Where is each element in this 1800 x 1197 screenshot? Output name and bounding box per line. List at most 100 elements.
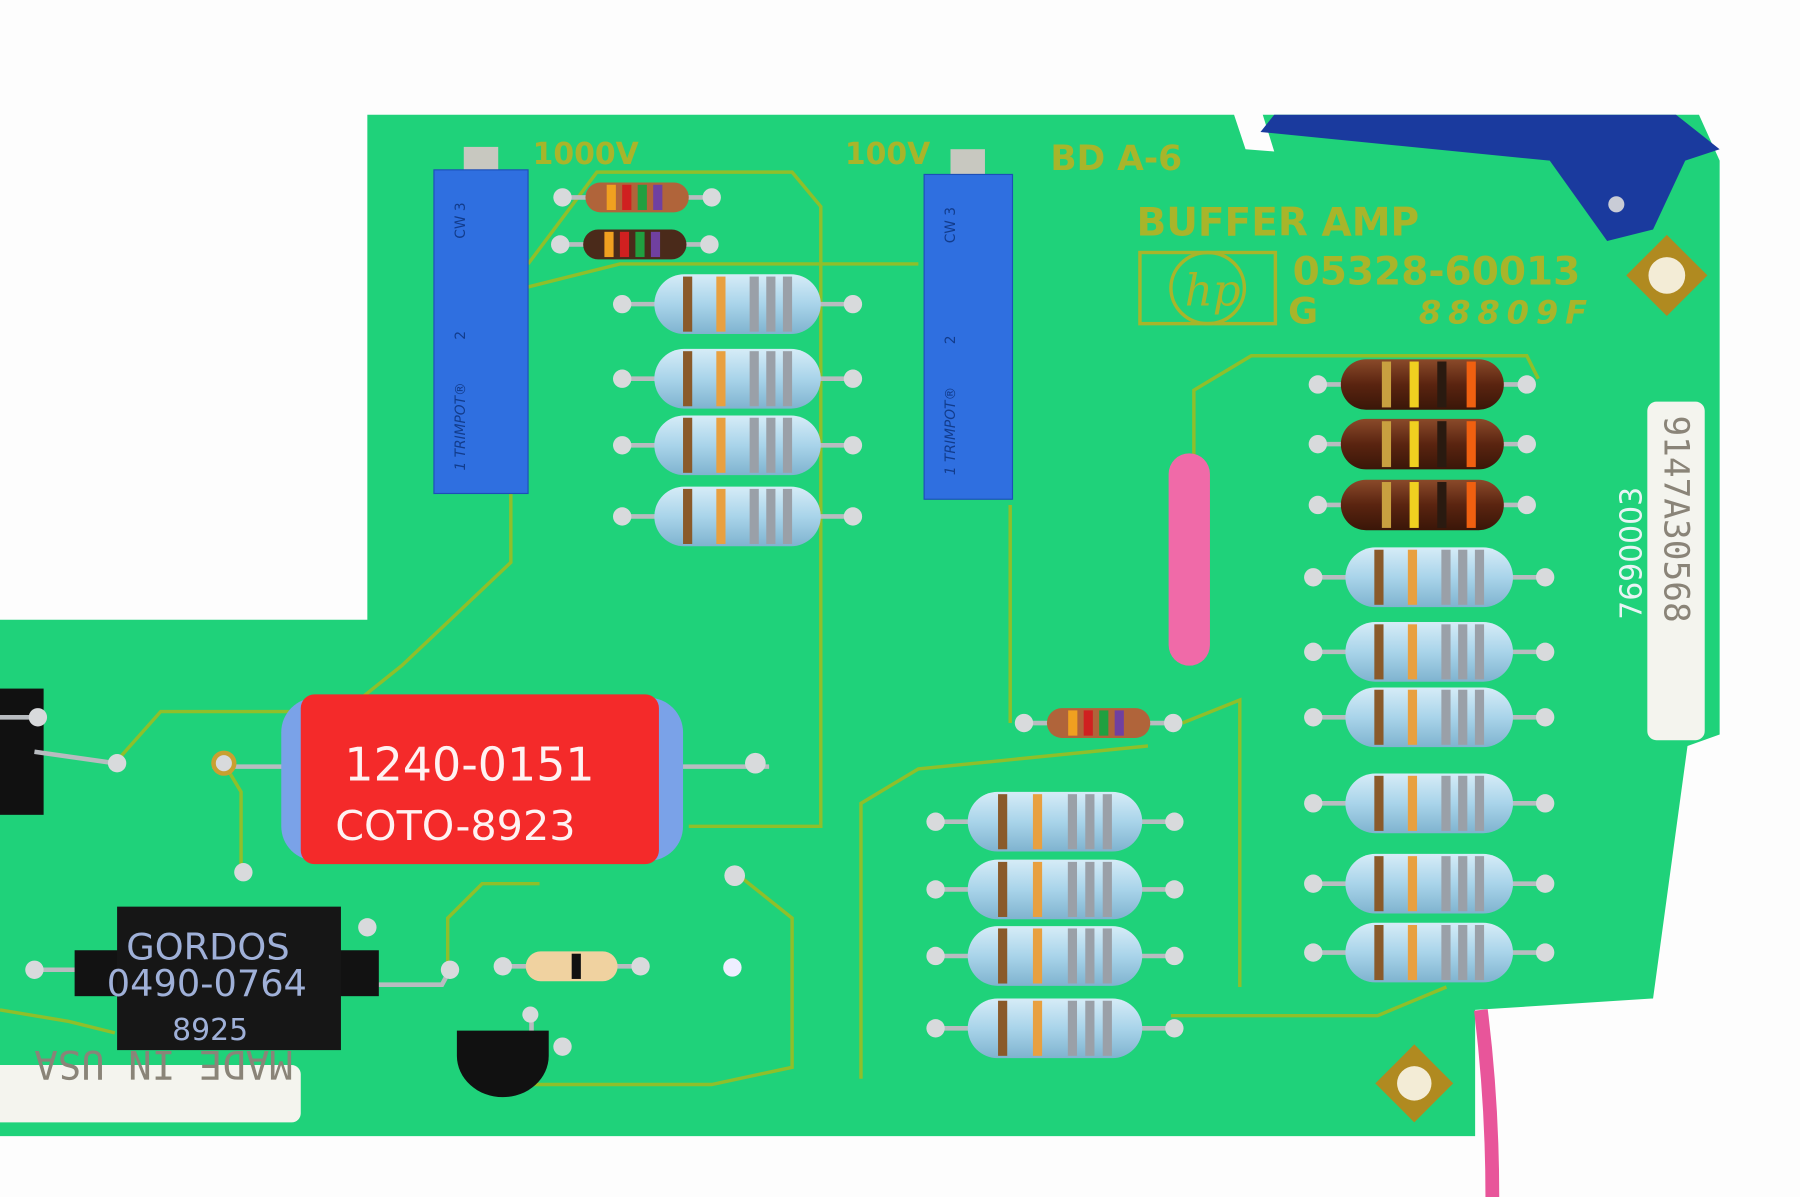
color-band (653, 184, 663, 211)
color-band (749, 488, 759, 544)
color-band (1374, 624, 1384, 680)
trimpot-label: CW 3 (453, 202, 469, 238)
color-band (782, 417, 793, 473)
color-band (1085, 861, 1095, 917)
color-band (1441, 925, 1451, 981)
revision: G (1288, 290, 1318, 333)
color-band (998, 794, 1008, 850)
color-band (622, 184, 632, 211)
color-band (604, 231, 614, 258)
color-band (1466, 482, 1476, 528)
trimpot-label: CW 3 (943, 207, 959, 243)
color-band (766, 488, 776, 544)
resistor (1014, 708, 1183, 738)
ejector-rivet (1608, 196, 1625, 213)
inductor-part-number: 1240-0151 (344, 737, 594, 791)
transistor (456, 1006, 572, 1098)
color-band (683, 488, 693, 544)
inductor-maker: COTO-8923 (335, 802, 575, 850)
color-band (635, 231, 645, 258)
resistor (926, 791, 1184, 852)
resistor (1304, 622, 1555, 682)
color-band (1407, 549, 1418, 605)
color-band (1067, 861, 1078, 917)
color-band (1407, 925, 1418, 981)
color-band (1032, 794, 1043, 850)
color-band (1458, 775, 1468, 831)
board-name: BUFFER AMP (1136, 200, 1419, 245)
trimpot[interactable]: CW 3 2 1 TRIMPOT® (433, 146, 529, 495)
color-band (1068, 710, 1078, 736)
color-band (637, 184, 647, 211)
color-band (1374, 925, 1384, 981)
color-band (1407, 624, 1418, 680)
color-band (749, 417, 759, 473)
color-band (1441, 549, 1451, 605)
color-band (749, 276, 759, 332)
trimpot[interactable]: CW 3 2 1 TRIMPOT® (923, 149, 1014, 500)
color-band (683, 351, 693, 407)
color-band (1102, 861, 1112, 917)
serial-label (1647, 401, 1705, 741)
color-band (1032, 861, 1043, 917)
board-id: BD A-6 (1050, 139, 1182, 179)
resistor (493, 951, 650, 982)
color-band (1441, 775, 1451, 831)
color-band (1032, 928, 1043, 984)
part-number: 05328-60013 (1293, 250, 1581, 295)
resistor (613, 486, 863, 547)
resistor (613, 348, 863, 409)
color-band (1407, 775, 1418, 831)
trimpot-label: 1 TRIMPOT® (453, 382, 469, 470)
resistor (926, 859, 1184, 920)
date-code: 88809F (1419, 294, 1594, 332)
color-band (1458, 925, 1468, 981)
color-band (683, 417, 693, 473)
resistor (926, 926, 1184, 986)
color-band (1114, 710, 1124, 736)
color-band (782, 488, 793, 544)
color-band (1102, 1000, 1112, 1056)
color-band (1083, 710, 1093, 736)
color-band (683, 276, 693, 332)
color-band (1102, 794, 1112, 850)
relay-brand: GORDOS (126, 925, 289, 968)
color-band (1099, 710, 1109, 736)
color-band (1381, 482, 1392, 528)
color-band (1437, 361, 1447, 408)
color-band (998, 928, 1008, 984)
resistor (553, 182, 721, 213)
resistor (1304, 853, 1555, 914)
made-in-label (0, 1065, 301, 1123)
color-band (1474, 856, 1485, 912)
silk-voltage-2: 100V (845, 137, 930, 172)
color-band (782, 351, 793, 407)
trimpot-label: 1 TRIMPOT® (943, 387, 959, 475)
pink-jumper-wire (1168, 453, 1210, 666)
color-band (1474, 624, 1485, 680)
relay-date-code: 8925 (172, 1013, 248, 1048)
relay: GORDOS 0490-0764 8925 (25, 906, 460, 1051)
resistor (1304, 922, 1555, 983)
color-band (1458, 624, 1468, 680)
resistor (613, 274, 863, 334)
pink-lead-wire (1474, 1009, 1500, 1197)
hp-logo: hp (1138, 250, 1278, 326)
color-band (766, 417, 776, 473)
resistor (613, 415, 863, 476)
color-band (1458, 689, 1468, 745)
color-band (1441, 624, 1451, 680)
color-band (571, 953, 581, 979)
color-band (716, 417, 726, 473)
color-band (766, 351, 776, 407)
color-band (1474, 775, 1485, 831)
color-band (1067, 1000, 1078, 1056)
color-band (619, 231, 630, 258)
color-band (606, 184, 616, 211)
color-band (1381, 361, 1392, 408)
resistor (1304, 773, 1555, 834)
color-band (1409, 482, 1419, 528)
relay-part-number: 0490-0764 (107, 962, 307, 1005)
